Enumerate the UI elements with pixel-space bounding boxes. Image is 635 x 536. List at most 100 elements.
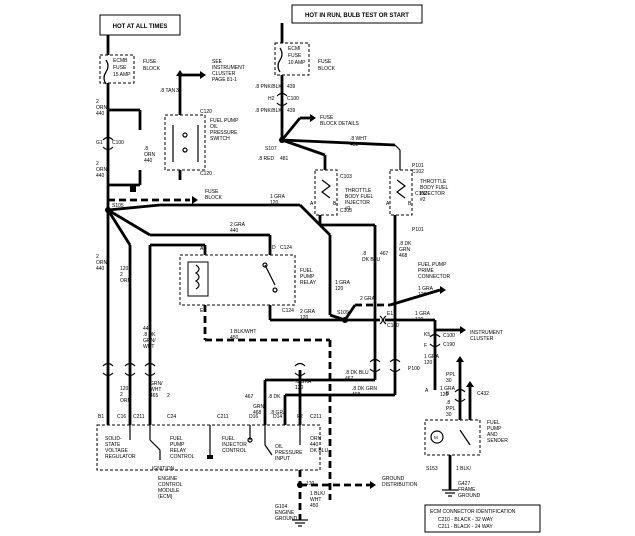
arrow-ground-distribution bbox=[370, 481, 376, 489]
wire-segment bbox=[429, 333, 441, 338]
wire-label: S153 bbox=[426, 466, 438, 472]
wire-segment bbox=[194, 264, 200, 290]
wire-segment bbox=[294, 372, 306, 377]
wire-label: THROTTLE bbox=[345, 188, 372, 194]
wire-label: CONTROL bbox=[222, 448, 247, 454]
wire-segment bbox=[106, 209, 132, 246]
wire-label: 2 bbox=[120, 272, 123, 278]
wire-label: .8 GRA bbox=[270, 410, 287, 416]
wire-label: #1 bbox=[345, 206, 351, 212]
wire-label: GRN/ bbox=[143, 338, 156, 344]
wire-label: F2 bbox=[297, 414, 303, 420]
wire-label: A bbox=[310, 201, 314, 207]
relay-coil bbox=[187, 261, 209, 297]
wire-label: DK BLU bbox=[310, 448, 328, 454]
wire-label: SENDER bbox=[487, 438, 508, 444]
wire-label: RELAY bbox=[170, 448, 187, 454]
wire-label: GROUND bbox=[275, 516, 298, 522]
wire-label: ENGINE bbox=[275, 510, 295, 516]
wire-label: WHT bbox=[143, 344, 154, 350]
wire-label: 2 bbox=[120, 392, 123, 398]
wire-label: 440 bbox=[230, 228, 239, 234]
wire-label: FUEL PUMP bbox=[210, 118, 239, 124]
wire-label: A bbox=[425, 388, 429, 394]
wire-segment bbox=[247, 437, 253, 443]
wire-label: CONTROL bbox=[170, 454, 195, 460]
wire-segment bbox=[264, 444, 273, 456]
wire-label: ORN bbox=[120, 398, 132, 404]
wire-label: 465 bbox=[150, 393, 159, 399]
wire-segment bbox=[182, 132, 188, 138]
wire-label: 440 bbox=[96, 111, 105, 117]
wire-label: ORN bbox=[96, 167, 108, 173]
wire-label: 1 GRA bbox=[335, 280, 351, 286]
wire-label: B bbox=[408, 201, 412, 207]
wire-segment bbox=[149, 439, 161, 451]
connector-p100 bbox=[369, 358, 381, 363]
wire-segment bbox=[124, 362, 136, 367]
wire-label: H2 bbox=[268, 96, 275, 102]
header-box-hot-at-all-times bbox=[99, 14, 181, 36]
wire-label: E1 bbox=[387, 311, 393, 317]
wire-label: PUMP bbox=[170, 442, 185, 448]
wire-segment bbox=[294, 362, 306, 367]
wire-label: C100 bbox=[112, 140, 124, 146]
wire-segment bbox=[107, 203, 161, 212]
injector-1 bbox=[314, 169, 338, 216]
wire-label: 468 bbox=[399, 253, 408, 259]
wire-segment bbox=[379, 315, 384, 325]
wire-label: SWITCH bbox=[210, 136, 230, 142]
wire-label: ENGINE bbox=[158, 476, 178, 482]
wire-label: 120 bbox=[415, 317, 424, 323]
wire-label: G104 bbox=[275, 504, 287, 510]
wire-label: WHT bbox=[310, 497, 321, 503]
header-box-hot-in-run bbox=[291, 4, 423, 24]
wire-label: .8 bbox=[144, 146, 148, 152]
wire-label: C102 bbox=[412, 169, 424, 175]
wire-label: CLUSTER bbox=[212, 71, 236, 77]
wire-label: C211 - BLACK - 24 WAY bbox=[438, 524, 493, 530]
wire-label: 2 bbox=[96, 161, 99, 167]
header-hot-at-all-times: HOT AT ALL TIMES bbox=[113, 24, 168, 30]
wire-label: 120 bbox=[120, 266, 129, 272]
wire-segment bbox=[272, 287, 278, 293]
wire-label: INJECTOR bbox=[345, 200, 370, 206]
wire-segment bbox=[299, 204, 331, 236]
wire-label: CLUSTER bbox=[470, 336, 494, 342]
wire-label: .8 DK BLU bbox=[345, 370, 369, 376]
wire-label: 2 bbox=[96, 254, 99, 260]
wire-label: C100 bbox=[443, 333, 455, 339]
wire-label: MODULE bbox=[158, 488, 180, 494]
wire-label: GRN/ bbox=[150, 381, 163, 387]
wire-label: 120 bbox=[120, 386, 129, 392]
wire-label: .8 DK bbox=[268, 394, 281, 400]
wire-segment bbox=[107, 208, 151, 237]
wire-segment bbox=[343, 304, 357, 321]
wire-label: P101 bbox=[412, 163, 424, 169]
wire-label: 467 bbox=[380, 251, 389, 257]
wire-label: D14 bbox=[273, 414, 282, 420]
wire-label: C432 bbox=[477, 391, 489, 397]
ecm-connector-identification bbox=[424, 504, 541, 533]
wire-label: BODY FUEL bbox=[345, 194, 373, 200]
fuse-ecmb-block bbox=[99, 54, 135, 84]
wire-label: 450 bbox=[230, 335, 239, 341]
wire-label: (ECM) bbox=[158, 494, 173, 500]
wire-label: AND bbox=[487, 432, 498, 438]
wire-label: PRESSURE bbox=[275, 450, 303, 456]
wire-label: .8 TAN bbox=[160, 88, 175, 94]
oil-pressure-switch bbox=[164, 114, 206, 171]
wire-segment bbox=[281, 138, 326, 157]
wire-label: DISTRIBUTION bbox=[382, 482, 418, 488]
ecm-module bbox=[96, 424, 321, 471]
wire-label: C24 bbox=[167, 414, 176, 420]
wire-label: M bbox=[434, 435, 438, 440]
wire-label: 1 GRA bbox=[418, 286, 434, 292]
wire-segment bbox=[329, 313, 346, 322]
wire-label: FUSE bbox=[205, 189, 219, 195]
wire-segment bbox=[102, 362, 114, 367]
wire-label: 467 bbox=[245, 394, 254, 400]
wire-segment bbox=[102, 372, 114, 377]
wire-segment bbox=[396, 179, 406, 199]
